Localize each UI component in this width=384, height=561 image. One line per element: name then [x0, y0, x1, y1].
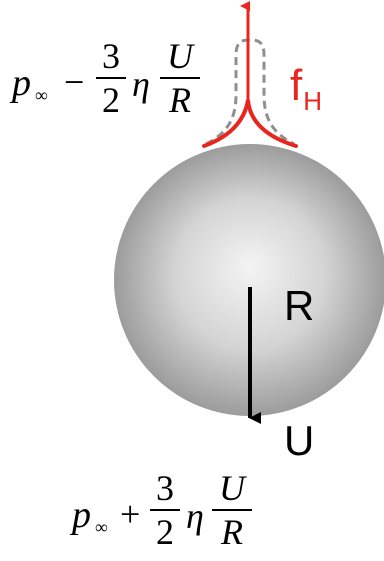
bottom-sign: + — [120, 494, 141, 534]
bottom-velocity-fraction: U R — [212, 470, 252, 550]
bottom-frac-numerator: U — [219, 468, 245, 508]
velocity-label: U — [284, 417, 315, 464]
force-label-symbol: f — [290, 61, 303, 110]
bottom-coef-numerator: 3 — [156, 468, 174, 508]
tether-outline — [205, 38, 295, 146]
top-frac-bar — [160, 77, 200, 79]
top-coef-numerator: 3 — [102, 36, 120, 76]
top-velocity-fraction: U R — [160, 38, 200, 118]
bottom-p-symbol: p — [72, 494, 91, 536]
top-eta: η — [132, 64, 150, 104]
top-frac-denominator: R — [169, 80, 191, 120]
top-p-symbol: p — [12, 62, 31, 104]
top-coef-denominator: 2 — [102, 80, 120, 120]
bottom-coefficient-fraction: 3 2 — [150, 470, 180, 550]
radius-label: R — [284, 282, 315, 329]
force-label: fH — [290, 61, 322, 115]
sphere — [114, 144, 384, 416]
bottom-eta: η — [186, 496, 204, 536]
top-coefficient-fraction: 3 2 — [96, 38, 126, 118]
bottom-p-subscript: ∞ — [95, 517, 108, 537]
bottom-coef-bar — [150, 509, 180, 511]
force-contact-cap — [202, 99, 298, 148]
bottom-frac-bar — [212, 509, 252, 511]
top-frac-numerator: U — [167, 36, 193, 76]
top-coef-bar — [96, 77, 126, 79]
bottom-coef-denominator: 2 — [156, 512, 174, 552]
force-label-subscript: H — [303, 86, 323, 116]
top-p-subscript: ∞ — [35, 85, 48, 105]
top-sign: − — [64, 62, 85, 102]
bottom-frac-denominator: R — [221, 512, 243, 552]
